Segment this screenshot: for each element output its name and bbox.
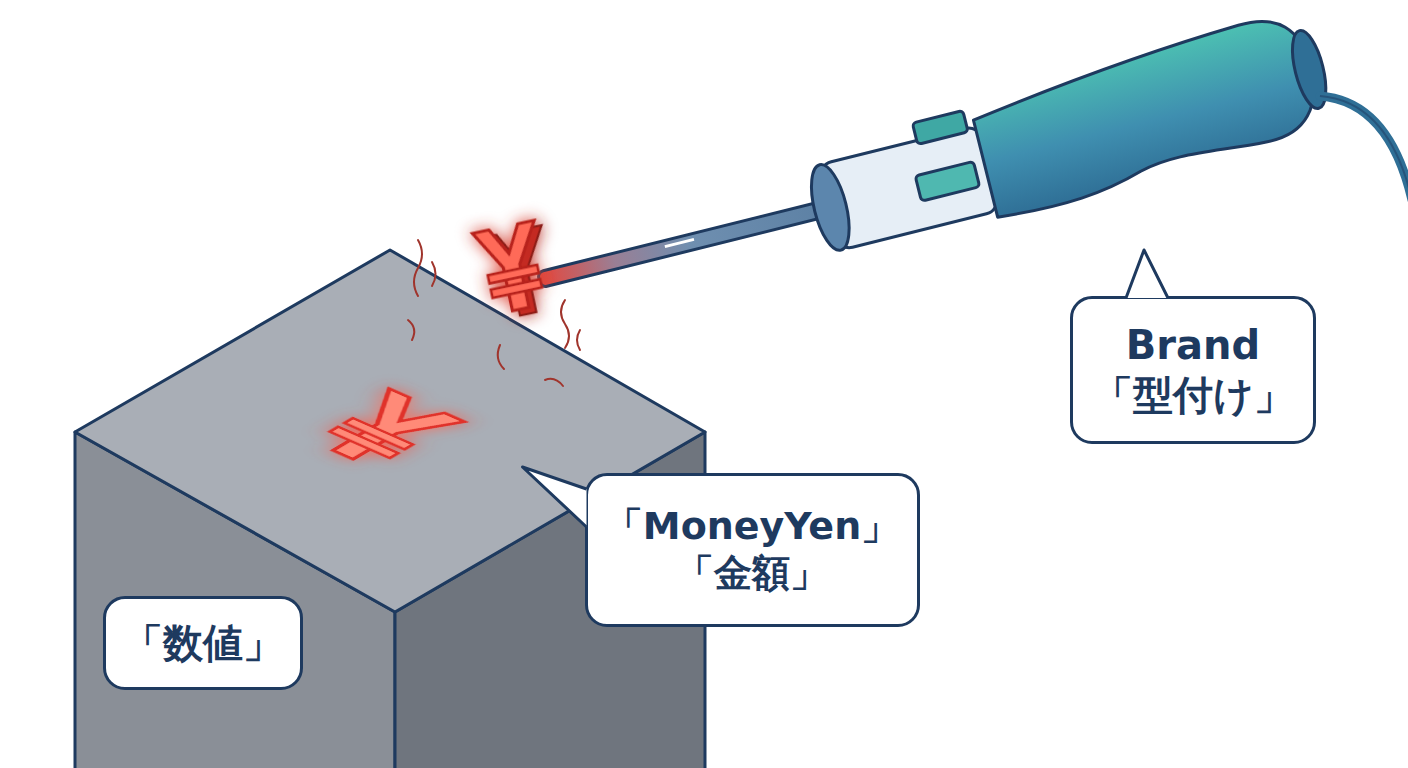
callout-tail-fill bbox=[523, 467, 587, 527]
callout-bubble: 「MoneyYen」「金額」 bbox=[585, 473, 920, 627]
callout-text: 「数値」 bbox=[123, 618, 283, 668]
value-label-box: 「数値」 bbox=[103, 596, 303, 690]
branding-iron bbox=[520, 8, 1340, 331]
callout-text: 「MoneyYen」 bbox=[605, 503, 899, 551]
callout-tail bbox=[523, 467, 587, 527]
callout-tail bbox=[1126, 250, 1168, 298]
callout-bubble: Brand「型付け」 bbox=[1070, 296, 1316, 444]
callout-text: 「金額」 bbox=[676, 550, 828, 598]
callout-tail-outline bbox=[523, 467, 587, 527]
cable bbox=[1320, 96, 1408, 200]
heat-waves bbox=[408, 240, 580, 386]
hot-yen-tip bbox=[472, 219, 559, 322]
callout-text: 「型付け」 bbox=[1093, 370, 1294, 420]
callout-tail-outline bbox=[1126, 250, 1168, 298]
callout-tail-fill bbox=[1126, 250, 1168, 298]
burnt-yen-mark bbox=[306, 389, 465, 472]
callout-text: Brand bbox=[1126, 320, 1260, 370]
